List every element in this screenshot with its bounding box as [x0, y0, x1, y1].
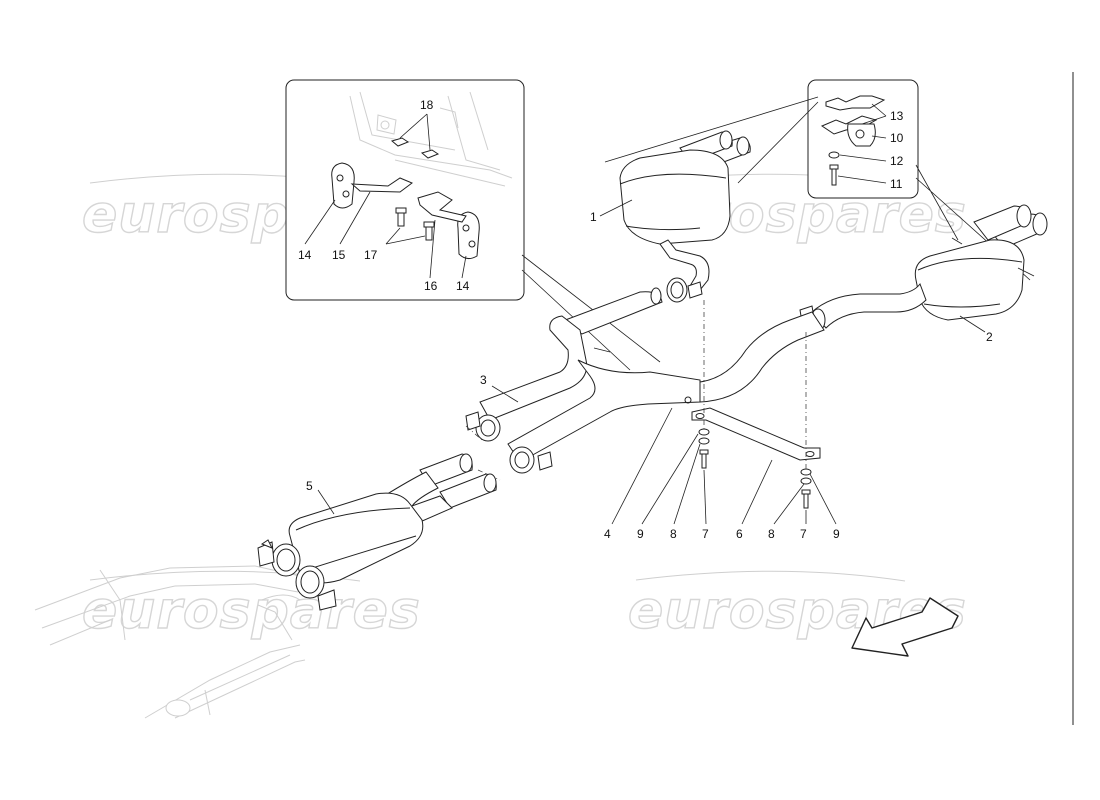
bracket-icon	[350, 177, 413, 193]
bolt-head	[829, 164, 839, 170]
rubber-mount-icon	[847, 123, 876, 147]
bolt-icon	[803, 493, 809, 509]
bracket-icon	[825, 95, 886, 111]
watermark-swoosh	[635, 570, 906, 582]
bolt-head	[801, 489, 811, 495]
bolt-icon	[425, 225, 433, 241]
bolt-icon	[831, 168, 837, 186]
silencer-body	[914, 239, 1025, 321]
callout-17: 17	[364, 248, 378, 262]
clamp-icon	[475, 414, 501, 442]
washer-icon	[698, 437, 710, 445]
mount-detail-inset: 18 14 15 17 16 14	[285, 79, 661, 371]
callout-5: 5	[306, 479, 313, 493]
clamp-icon	[666, 277, 688, 303]
bolt-icon	[397, 211, 405, 227]
callout-11: 11	[890, 177, 903, 191]
callout-3: 3	[480, 373, 487, 387]
callout-2: 2	[986, 330, 993, 344]
silencer-body	[619, 149, 731, 245]
nut-icon	[420, 149, 440, 159]
callout-13: 13	[890, 109, 904, 123]
nut-icon	[390, 137, 410, 147]
front-silencer	[257, 453, 497, 611]
callout-12: 12	[890, 154, 904, 168]
callout-9: 9	[637, 527, 644, 541]
direction-arrow-icon	[851, 597, 959, 657]
background-frame	[34, 565, 306, 719]
clamp-icon	[509, 446, 535, 474]
main-callouts: 1 2 3 4 5 6 7 8 9 8 7 9	[306, 199, 993, 541]
clamp-icon	[317, 589, 337, 611]
callout-14: 14	[298, 248, 312, 262]
washer-icon	[800, 477, 812, 485]
callout-16: 16	[424, 279, 438, 293]
rear-silencer-left	[619, 130, 751, 303]
bolt-head	[423, 221, 435, 228]
bolt-head	[699, 449, 709, 455]
bolt-icon	[701, 453, 707, 469]
callout-7: 7	[800, 527, 807, 541]
x-pipe-assembly	[465, 282, 927, 474]
callout-9: 9	[833, 527, 840, 541]
callout-7: 7	[702, 527, 709, 541]
callout-1: 1	[590, 210, 597, 224]
washer-icon	[698, 428, 710, 436]
rubber-hanger-icon	[331, 162, 355, 209]
callout-8: 8	[768, 527, 775, 541]
brace-bar	[691, 407, 821, 461]
callout-18: 18	[420, 98, 434, 112]
callout-15: 15	[332, 248, 346, 262]
cross-brace	[691, 407, 821, 509]
callout-8: 8	[670, 527, 677, 541]
callout-10: 10	[890, 131, 904, 145]
inset-frame	[285, 79, 525, 301]
bolt-head	[395, 207, 407, 214]
washer-icon	[828, 151, 840, 159]
hanger-detail-inset: 13 10 12 11	[604, 79, 1031, 281]
washer-icon	[800, 468, 812, 476]
watermark-bottom-left: eurospares	[82, 581, 421, 641]
callout-14: 14	[456, 279, 470, 293]
callout-4: 4	[604, 527, 611, 541]
assembly-line	[465, 425, 483, 441]
bracket-icon	[417, 191, 467, 223]
rear-silencer-right	[914, 204, 1048, 321]
callout-6: 6	[736, 527, 743, 541]
